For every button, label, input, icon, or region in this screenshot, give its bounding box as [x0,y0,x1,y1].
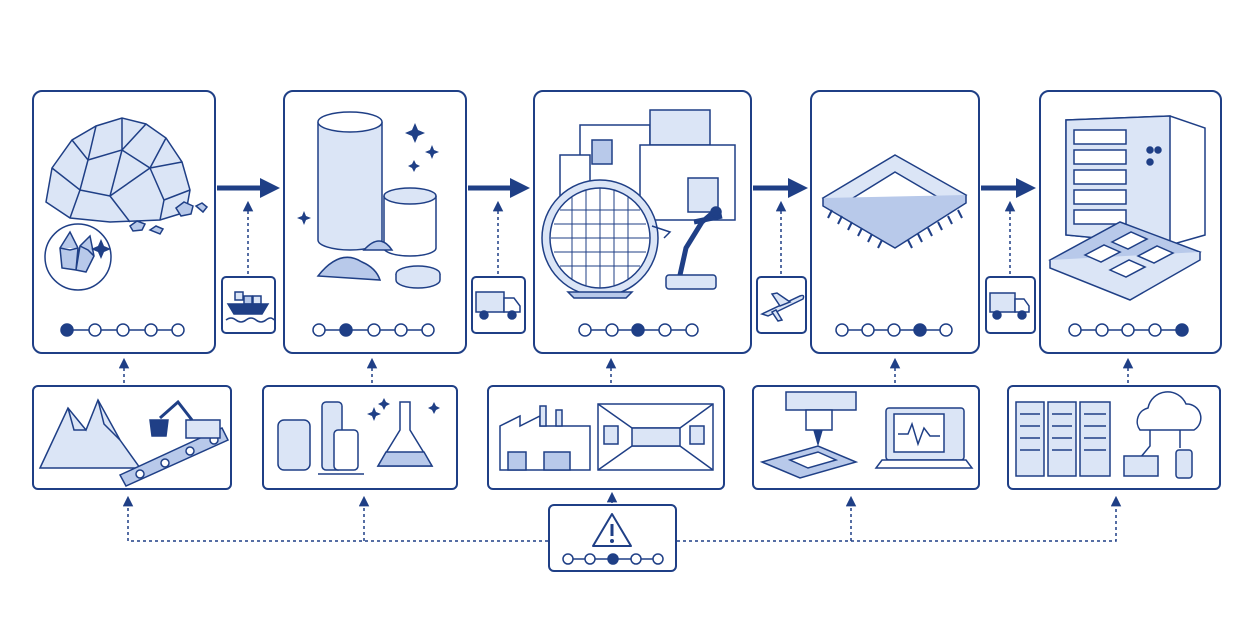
chip-testing-icon [759,391,974,479]
factory-cleanroom-icon [499,403,714,471]
flow-arrow-4 [981,178,1036,198]
flow-arrow-3 [753,178,808,198]
delivery-truck-icon [475,291,521,320]
cargo-ship-icon [225,291,275,323]
airplane-icon [759,292,805,322]
transport-box-plane [756,276,807,334]
chemical-plant-icon [277,398,440,475]
warning-triangle-icon [592,513,632,547]
wafer-fab-icon [541,109,736,299]
server-board-chips [1083,231,1175,278]
quartz-rock-pile-icon [44,117,209,291]
progress-dots-stage-1 [60,323,185,337]
flow-arrow-1 [217,178,280,198]
flow-arrow-2 [468,178,530,198]
progress-dots-stage-3 [578,323,699,337]
progress-dots-stage-5 [1068,323,1189,337]
support-links [118,357,1134,383]
mining-excavator-icon [38,398,230,487]
flow-arrows [217,178,1036,198]
server-hardware-icon [1048,115,1206,301]
progress-dots-risk-hub [562,553,664,565]
microchip-icon [821,154,968,249]
progress-dots-stage-4 [835,323,953,337]
progress-dots [60,323,1189,565]
server-bays [1073,129,1127,225]
wafer-grid [551,188,649,288]
silicon-ingot-icon [297,111,441,289]
datacenter-cloud-icon [1015,391,1202,479]
progress-dots-stage-2 [312,323,435,337]
chip-pins [827,209,963,249]
delivery-truck-icon [989,292,1030,320]
risk-links [122,491,1122,542]
